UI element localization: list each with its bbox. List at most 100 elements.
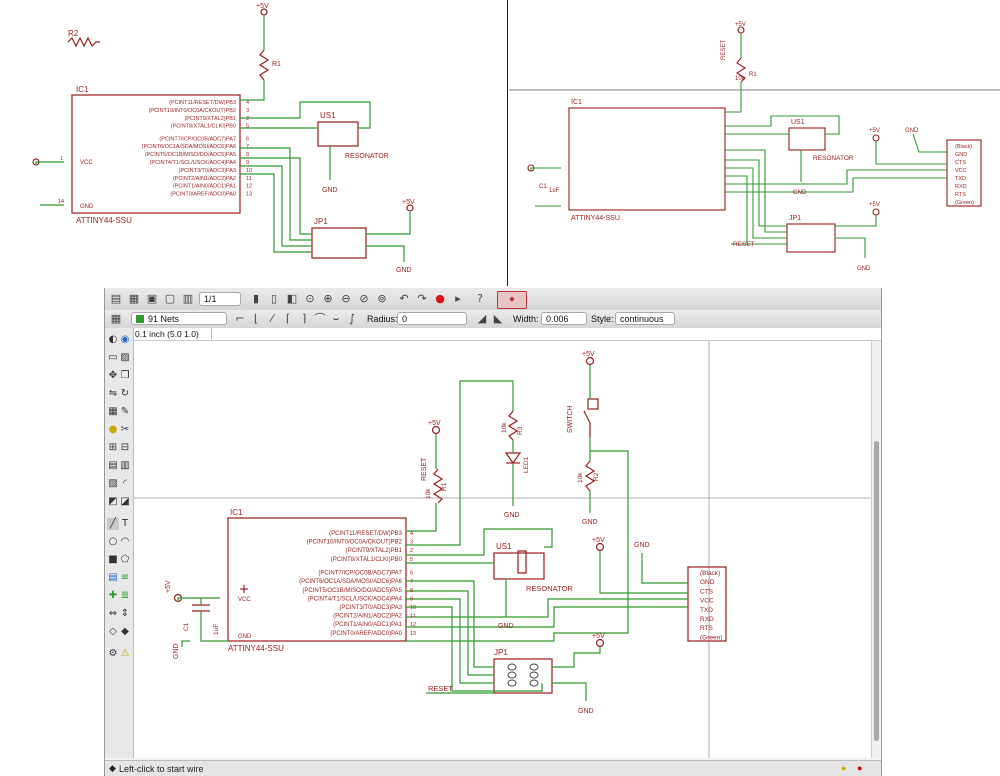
ic-pin-label: (PCINT1/AIN0/ADC1)PA1 (333, 622, 403, 628)
help-icon[interactable]: ? (477, 292, 483, 305)
jp1-pin (507, 679, 517, 687)
zoom-in-icon[interactable]: ⊕ (323, 292, 333, 305)
plus5v-symbol (595, 638, 605, 648)
ic-pin-label: (PCINT5/OC1B/MISO/DO/ADC5)PA5 (145, 152, 236, 158)
polygon-icon[interactable]: ⬠ (120, 554, 130, 565)
copy-icon[interactable]: ❐ (120, 370, 130, 381)
board-icon[interactable]: ▥ (182, 292, 194, 305)
miter-round-icon[interactable]: ◣ (493, 312, 503, 325)
arc-icon[interactable]: ◠ (120, 536, 130, 547)
bend-style-2-icon[interactable]: ⁄ (271, 312, 273, 325)
undo-icon[interactable]: ↶ (399, 292, 409, 305)
ic-pin-label: (PCINT3/T0/ADC3)PA3 (179, 168, 236, 174)
layer-icon[interactable]: ◧ (286, 292, 298, 305)
stop-icon[interactable]: ● (435, 292, 445, 305)
zoom-select-icon[interactable]: ⊚ (377, 292, 387, 305)
split-icon[interactable]: ◩ (108, 496, 118, 507)
nets-select[interactable]: 91 Nets (131, 312, 227, 325)
script-icon[interactable]: ▮ (252, 292, 260, 305)
invoke-icon[interactable]: ◪ (120, 496, 130, 507)
text-icon[interactable]: T (121, 518, 129, 529)
move-icon[interactable]: ✥ (108, 370, 118, 381)
bus-icon[interactable]: ▤ (108, 572, 118, 583)
smash-icon[interactable]: ▧ (108, 478, 118, 489)
junction-icon[interactable]: ✚ (108, 590, 118, 601)
plus5v-symbol (872, 134, 880, 142)
width-input[interactable]: 0.006 (541, 312, 587, 325)
name-icon[interactable]: ▤ (108, 460, 118, 471)
delete-icon[interactable]: ✂ (120, 424, 130, 435)
schematic-canvas[interactable]: IC1 ATTINY44-SSU VCC GND RESET R1 10k R3… (134, 341, 871, 758)
radius-input[interactable]: 0 (397, 312, 467, 325)
go-icon[interactable]: ▸ (455, 292, 461, 305)
ftdi-pin-label: (Black) (700, 570, 720, 577)
miter-tool-icon[interactable]: ◜ (123, 478, 127, 489)
rotate-icon[interactable]: ↻ (120, 388, 130, 399)
dimension-icon[interactable]: ⇕ (120, 608, 130, 619)
ic-pin-number: 1 (60, 156, 63, 162)
rect-icon[interactable]: ■ (108, 554, 118, 565)
bend-style-6-icon[interactable]: ⌣ (332, 312, 340, 325)
plus5v-label: +5V (592, 633, 605, 640)
erc-icon[interactable]: ⚙ (108, 648, 118, 659)
us1-body (493, 552, 545, 580)
value-icon[interactable]: ▥ (120, 460, 130, 471)
status-bar: ◆ Left-click to start wire ● ● (105, 760, 881, 776)
zoom-out-icon[interactable]: ⊖ (341, 292, 351, 305)
bend-style-7-icon[interactable]: ∫ (349, 312, 355, 325)
change-icon[interactable]: ✎ (120, 406, 130, 417)
style-select[interactable]: continuous (615, 312, 675, 325)
command-line[interactable] (211, 328, 880, 339)
ic-pin-label: (PCINT10/INT0/OC0A/CKOUT)PB2 (149, 108, 236, 114)
circle-icon[interactable]: ○ (108, 536, 118, 547)
status-hint: Left-click to start wire (119, 764, 204, 774)
replace-icon[interactable]: ⊟ (120, 442, 130, 453)
mirror-icon[interactable]: ⇋ (108, 388, 118, 399)
mark-icon[interactable]: ▨ (120, 352, 130, 363)
redo-icon[interactable]: ↷ (417, 292, 427, 305)
add-icon[interactable]: ⊞ (108, 442, 118, 453)
plus5v-label: +5V (402, 199, 415, 206)
ic-pin-number: 3 (410, 540, 413, 546)
wire-icon[interactable]: ╱ (107, 518, 119, 530)
bend-style-4-icon[interactable]: ⌉ (301, 312, 307, 325)
ic-pin-label: (PCINT6/OC1A/SDA/MOSI/ADC6)PA6 (142, 144, 236, 150)
net-icon[interactable]: ≡ (120, 572, 130, 583)
bend-style-1-icon[interactable]: ⌊ (253, 312, 259, 325)
ic-pin-label: (PCINT0/AREF/ADC0)PA0 (330, 631, 402, 637)
group-icon[interactable]: ▦ (108, 406, 118, 417)
attribute-icon[interactable]: ⇔ (108, 608, 118, 619)
plus5v-label: +5V (869, 128, 880, 134)
ic-pin-label: (PCINT5/OC1B/MISO/DO/ADC5)PA5 (302, 588, 402, 594)
paste-icon[interactable]: ● (108, 424, 118, 435)
sheet-select[interactable]: 1/1 (199, 292, 241, 306)
miter-icon[interactable]: ◢ (477, 312, 487, 325)
zoom-fit-icon[interactable]: ⊙ (305, 292, 315, 305)
bend-style-3-icon[interactable]: ⌈ (285, 312, 291, 325)
pin-swap-icon[interactable]: ◆ (121, 626, 129, 637)
status-stop-icon: ● (857, 763, 863, 773)
gate-swap-icon[interactable]: ◇ (109, 626, 117, 637)
open-icon[interactable]: ▤ (110, 292, 122, 305)
info-icon[interactable]: ◐ (108, 334, 118, 345)
display-icon[interactable]: ▭ (108, 352, 118, 363)
scrollbar-thumb[interactable] (874, 441, 879, 741)
bend-style-0-icon[interactable]: ⌐ (235, 312, 245, 325)
label-icon[interactable]: ≣ (120, 590, 130, 601)
plus5v-label: +5V (165, 580, 172, 593)
c1-label: C1 (539, 184, 547, 190)
zoom-prev-icon[interactable]: ⊘ (359, 292, 369, 305)
vertical-scrollbar[interactable] (871, 341, 881, 758)
r1-resistor (735, 57, 747, 83)
gnd-symbol-label: GND (578, 708, 594, 715)
bend-style-5-icon[interactable]: ⌒ (314, 312, 326, 325)
show-icon[interactable]: ◉ (120, 334, 130, 345)
errors-icon[interactable]: ⚠ (120, 648, 130, 659)
cam-icon[interactable]: ▢ (164, 292, 176, 305)
design-link-icon[interactable]: ◆ (497, 291, 527, 309)
grid-icon[interactable]: ▦ (110, 312, 122, 325)
run-ulp-icon[interactable]: ▯ (270, 292, 278, 305)
save-icon[interactable]: ▦ (128, 292, 140, 305)
ic-pin-label: (PCINT4/T1/SCL/USCK/ADC4)PA4 (150, 160, 236, 166)
print-icon[interactable]: ▣ (146, 292, 158, 305)
